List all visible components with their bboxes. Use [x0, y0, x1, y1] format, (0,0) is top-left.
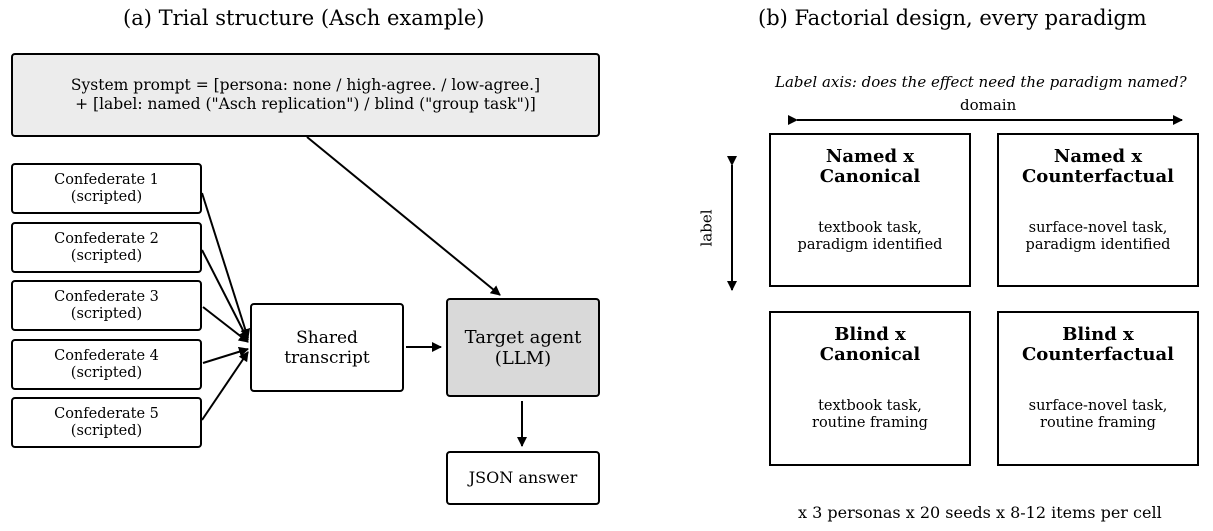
system-prompt-line-2: + [label: named ("Asch replication") / b…: [75, 95, 536, 113]
target-agent-box: Target agent (LLM): [446, 298, 600, 397]
cell-blind-counterfactual-desc-2: routine framing: [1040, 415, 1156, 431]
cell-named-canonical-desc-2: paradigm identified: [797, 237, 943, 253]
confederate-1-name: Confederate 1: [54, 171, 159, 188]
shared-transcript-line-1: Shared: [296, 327, 358, 348]
confederate-5-note: (scripted): [70, 422, 143, 439]
cell-blind-counterfactual-head-1: Blind x: [1062, 324, 1134, 345]
cell-blind-canonical-head-1: Blind x: [834, 324, 906, 345]
cell-blind-counterfactual-desc-1: surface-novel task,: [1028, 398, 1168, 414]
panel-a-title: (a) Trial structure (Asch example): [123, 6, 485, 30]
cell-blind-canonical-desc-2: routine framing: [812, 415, 928, 431]
confederate-3-name: Confederate 3: [54, 288, 159, 305]
confederate-5-name: Confederate 5: [54, 405, 159, 422]
confederate-1-note: (scripted): [70, 188, 143, 205]
arrow-confederate-2: [201, 249, 249, 341]
domain-axis-label: domain: [960, 96, 1017, 114]
panel-b-footer: x 3 personas x 20 seeds x 8-12 items per…: [798, 503, 1162, 522]
confederate-1-box: Confederate 1 (scripted): [11, 163, 202, 214]
cell-named-counterfactual-head-1: Named x: [1053, 146, 1143, 167]
panel-b-title: (b) Factorial design, every paradigm: [758, 6, 1147, 30]
cell-named-counterfactual-desc-1: surface-novel task,: [1028, 220, 1168, 236]
target-agent-line-1: Target agent: [464, 326, 582, 348]
confederate-4-box: Confederate 4 (scripted): [11, 339, 202, 390]
system-prompt-box: System prompt = [persona: none / high-ag…: [11, 53, 600, 137]
cell-named-counterfactual-head-2: Counterfactual: [1021, 166, 1175, 187]
cell-blind-counterfactual-head-2: Counterfactual: [1021, 344, 1175, 365]
cell-blind-counterfactual: Blind x Counterfactual surface-novel tas…: [997, 311, 1199, 466]
cell-named-canonical-head-1: Named x: [825, 146, 915, 167]
cell-named-canonical-desc-1: textbook task,: [818, 220, 922, 236]
confederate-2-note: (scripted): [70, 247, 143, 264]
confederate-3-note: (scripted): [70, 305, 143, 322]
shared-transcript-box: Shared transcript: [250, 303, 404, 392]
cell-named-counterfactual: Named x Counterfactual surface-novel tas…: [997, 133, 1199, 287]
cell-blind-canonical-head-2: Canonical: [819, 344, 921, 365]
cell-blind-canonical-desc-1: textbook task,: [818, 398, 922, 414]
confederate-4-note: (scripted): [70, 364, 143, 381]
target-agent-line-2: (LLM): [494, 347, 552, 369]
confederate-3-box: Confederate 3 (scripted): [11, 280, 202, 331]
arrow-system-to-target: [306, 136, 501, 296]
cell-named-canonical: Named x Canonical textbook task, paradig…: [769, 133, 971, 287]
system-prompt-line-1: System prompt = [persona: none / high-ag…: [70, 76, 541, 94]
confederate-5-box: Confederate 5 (scripted): [11, 397, 202, 448]
shared-transcript-line-2: transcript: [284, 347, 370, 368]
cell-named-canonical-head-2: Canonical: [819, 166, 921, 187]
json-answer-label: JSON answer: [468, 468, 578, 487]
cell-named-counterfactual-desc-2: paradigm identified: [1025, 237, 1171, 253]
arrow-confederate-1: [201, 192, 251, 339]
panel-b-subtitle: Label axis: does the effect need the par…: [775, 73, 1187, 91]
arrow-confederate-3: [202, 306, 249, 343]
cell-blind-canonical: Blind x Canonical textbook task, routine…: [769, 311, 971, 466]
confederate-2-name: Confederate 2: [54, 230, 159, 247]
confederate-2-box: Confederate 2 (scripted): [11, 222, 202, 273]
json-answer-box: JSON answer: [446, 451, 600, 505]
arrow-confederate-5: [201, 351, 249, 421]
confederate-4-name: Confederate 4: [54, 347, 159, 364]
